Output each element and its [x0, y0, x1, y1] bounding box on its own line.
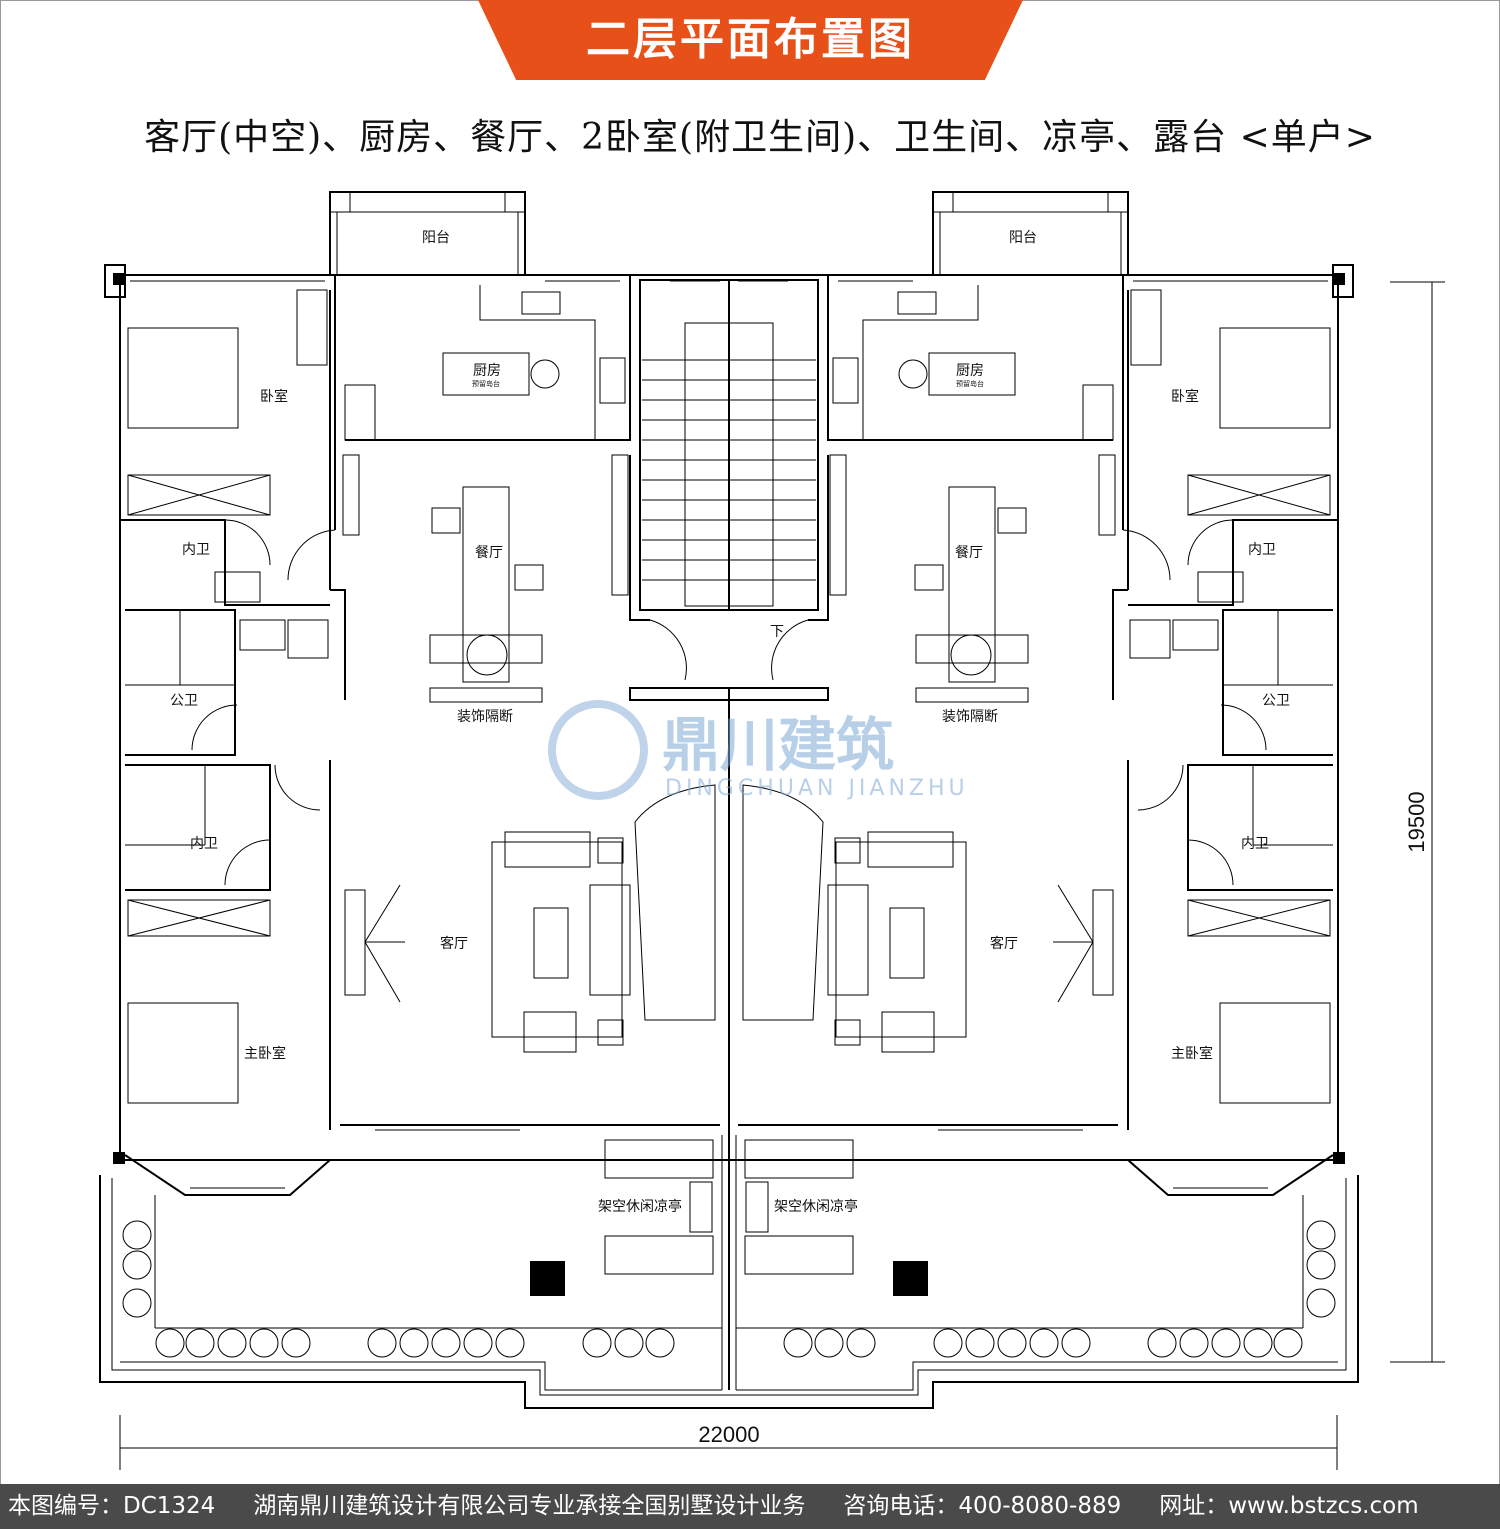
page-title: 二层平面布置图: [586, 14, 915, 65]
label-island-right: 预留岛台: [956, 379, 984, 388]
label-partition-left: 装饰隔断: [457, 709, 513, 725]
label-living-right: 客厅: [990, 935, 1018, 952]
dimension-height-value: 19500: [1404, 791, 1429, 852]
label-dining-left: 餐厅: [475, 545, 503, 561]
label-ensuite-right-2: 内卫: [1241, 836, 1269, 852]
title-banner: 二层平面布置图: [478, 0, 1023, 80]
label-bedroom-left: 卧室: [260, 388, 288, 405]
label-bedroom-right: 卧室: [1171, 388, 1199, 405]
label-kitchen-right: 厨房: [956, 363, 984, 379]
watermark-name: 鼎川建筑: [662, 711, 894, 779]
label-kitchen-left: 厨房: [473, 363, 501, 379]
dimension-width: 22000: [119, 1415, 1338, 1470]
label-master-left: 主卧室: [244, 1045, 286, 1062]
dimension-height: 19500: [1390, 281, 1445, 1363]
room-summary: 客厅(中空)、厨房、餐厅、2卧室(附卫生间)、卫生间、凉亭、露台 <单户>: [144, 117, 1376, 158]
label-ensuite-left-1: 内卫: [182, 542, 210, 558]
label-master-right: 主卧室: [1171, 1045, 1213, 1062]
watermark-pinyin: DINGCHUAN JIANZHU: [665, 776, 969, 801]
footer-website: 网址：www.bstzcs.com: [1159, 1493, 1419, 1519]
label-balcony-left: 阳台: [422, 230, 450, 246]
label-ensuite-left-2: 内卫: [190, 836, 218, 852]
label-pavilion-right: 架空休闲凉亭: [774, 1198, 858, 1215]
label-island-left: 预留岛台: [472, 379, 500, 388]
label-balcony-right: 阳台: [1009, 230, 1037, 246]
floor-plan: 鼎川建筑 DINGCHUAN JIANZHU 阳台 厨房 预留岛台 卧室 内卫 …: [99, 191, 1445, 1470]
footer-phone: 咨询电话：400-8080-889: [843, 1493, 1122, 1519]
footer-bar: 本图编号：DC1324 湖南鼎川建筑设计有限公司专业承接全国别墅设计业务 咨询电…: [0, 1484, 1500, 1529]
footer-drawing-number: 本图编号：DC1324: [8, 1493, 216, 1519]
label-dining-right: 餐厅: [955, 545, 983, 561]
label-living-left: 客厅: [440, 935, 468, 952]
unit-left: [99, 191, 730, 1409]
label-partition-right: 装饰隔断: [942, 709, 998, 725]
footer-company: 湖南鼎川建筑设计有限公司专业承接全国别墅设计业务: [253, 1493, 806, 1519]
label-ensuite-right-1: 内卫: [1248, 542, 1276, 558]
label-stair-down: 下: [770, 624, 784, 640]
label-public-bath-right: 公卫: [1262, 693, 1290, 709]
label-public-bath-left: 公卫: [170, 693, 198, 709]
label-pavilion-left: 架空休闲凉亭: [598, 1198, 682, 1215]
dimension-width-value: 22000: [698, 1422, 759, 1447]
watermark-logo-icon: [548, 700, 648, 800]
